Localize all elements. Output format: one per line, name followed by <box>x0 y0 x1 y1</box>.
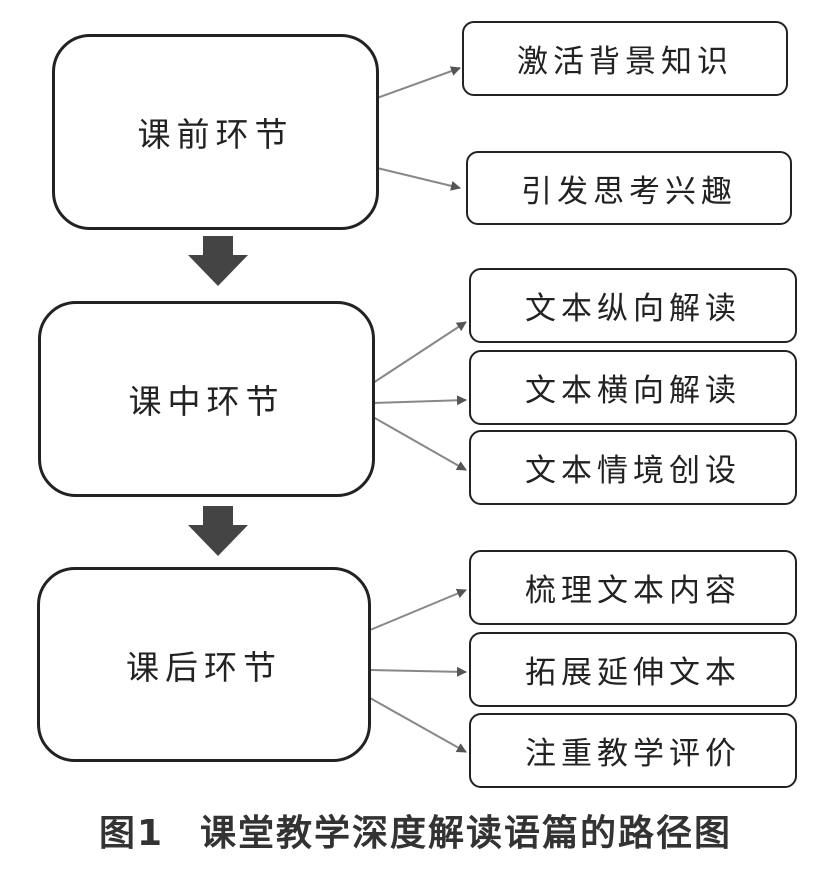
stage-box-post-class: 课后环节 <box>37 567 371 762</box>
stage-box-pre-class: 课前环节 <box>52 34 379 230</box>
connector-arrow <box>369 666 467 677</box>
step-label: 文本横向解读 <box>525 373 741 409</box>
down-arrow-icon <box>188 506 248 556</box>
step-box: 引发思考兴趣 <box>466 151 792 225</box>
stage-box-in-class: 课中环节 <box>38 301 375 497</box>
stage-label: 课后环节 <box>126 647 282 687</box>
step-label: 注重教学评价 <box>525 736 741 772</box>
step-label: 文本纵向解读 <box>525 291 741 327</box>
stage-label: 课中环节 <box>128 382 285 421</box>
step-label: 梳理文本内容 <box>525 573 741 609</box>
step-box: 注重教学评价 <box>469 713 797 788</box>
connector-arrow <box>369 588 467 631</box>
step-box: 激活背景知识 <box>462 21 788 96</box>
step-label: 文本情境创设 <box>525 453 741 489</box>
step-box: 文本横向解读 <box>469 350 797 425</box>
figure-number: 图1 <box>98 813 165 854</box>
connector-arrow <box>376 66 461 99</box>
down-arrow-icon <box>188 236 248 286</box>
figure-title: 课堂教学深度解读语篇的路径图 <box>200 813 733 854</box>
figure-caption: 图1 课堂教学深度解读语篇的路径图 <box>0 800 831 860</box>
connector-arrow <box>372 395 467 406</box>
connector-arrow <box>372 321 467 384</box>
stage-label: 课前环节 <box>137 115 294 154</box>
connector-arrow <box>372 416 467 471</box>
step-box: 文本情境创设 <box>469 430 797 505</box>
connector-arrow <box>376 167 461 191</box>
step-label: 引发思考兴趣 <box>521 173 737 210</box>
step-box: 梳理文本内容 <box>469 550 797 625</box>
step-box: 拓展延伸文本 <box>469 632 797 707</box>
step-label: 激活背景知识 <box>517 44 733 80</box>
step-label: 拓展延伸文本 <box>525 655 741 691</box>
step-box: 文本纵向解读 <box>469 268 797 343</box>
connector-arrow <box>369 697 467 753</box>
